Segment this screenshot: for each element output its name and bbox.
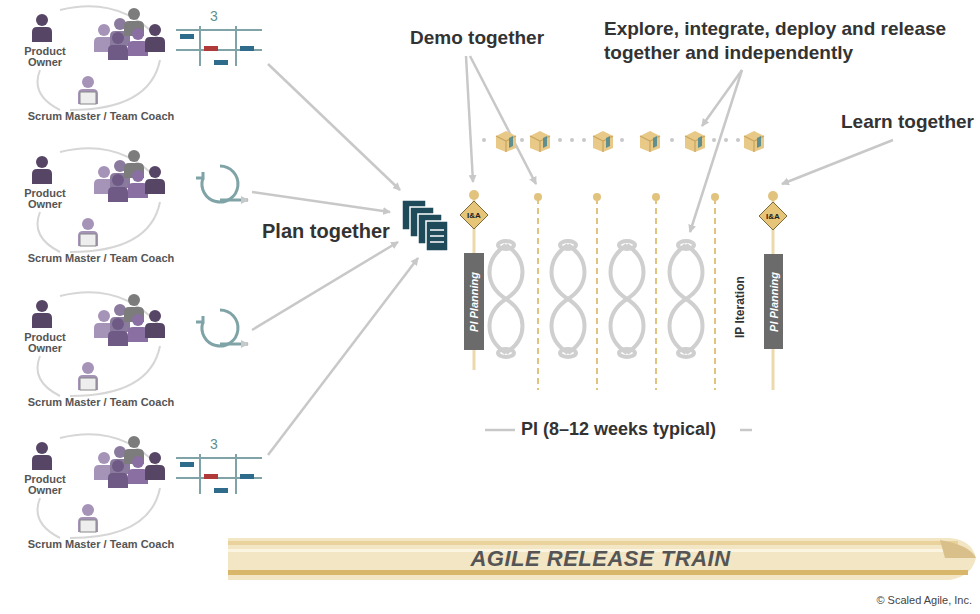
milestone-diamond: I&A: [758, 201, 788, 231]
event-banner: PI Planning: [464, 253, 484, 350]
role-label: Product Owner: [14, 474, 76, 496]
wip-number: 3: [210, 436, 218, 452]
callout-text: Demo together: [410, 27, 544, 49]
banner-label: PI Planning: [468, 272, 480, 332]
callout-text: Learn together: [841, 111, 974, 133]
role-label: Scrum Master / Team Coach: [16, 396, 186, 408]
callout-text: Explore, integrate, deploy and release t…: [604, 17, 974, 65]
milestone-label: I&A: [467, 211, 481, 220]
role-label: Scrum Master / Team Coach: [16, 252, 186, 264]
banner-label: PI Planning: [768, 272, 780, 332]
milestone-diamond: I&A: [459, 200, 489, 230]
callout-text: Plan together: [262, 220, 390, 243]
role-label: Scrum Master / Team Coach: [16, 538, 186, 550]
role-label: Product Owner: [14, 46, 76, 68]
train-band: AGILE RELEASE TRAIN: [228, 538, 973, 580]
role-label: Scrum Master / Team Coach: [16, 110, 186, 122]
iteration-label: IP Iteration: [733, 276, 747, 338]
copyright-note: © Scaled Agile, Inc.: [876, 594, 972, 606]
event-banner: PI Planning: [764, 254, 783, 349]
train-title: AGILE RELEASE TRAIN: [470, 546, 730, 572]
duration-label: PI (8–12 weeks typical): [521, 419, 716, 440]
role-label: Product Owner: [14, 188, 76, 210]
role-label: Product Owner: [14, 332, 76, 354]
milestone-label: I&A: [766, 212, 780, 221]
wip-number: 3: [210, 8, 218, 24]
